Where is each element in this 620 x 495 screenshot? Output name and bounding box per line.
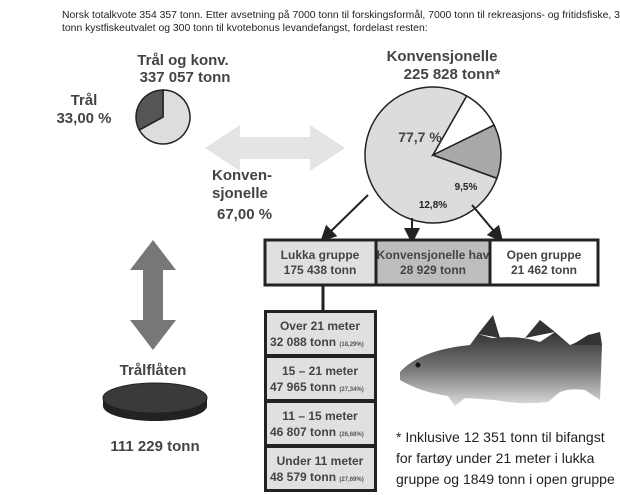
cod-fish-image (400, 315, 602, 406)
group-open: Open gruppe 21 462 tonn (488, 238, 600, 287)
sub-amount-value: 46 807 tonn (270, 425, 336, 439)
sub-amount: 32 088 tonn (18,29%) (270, 335, 364, 349)
pie-slice-hav (431, 124, 502, 180)
sub-amount: 48 579 tonn (27,69%) (270, 470, 364, 484)
total-pie-title: Trål og konv. (137, 52, 228, 69)
tral-fleet-amount: 111 229 tonn (110, 438, 199, 455)
footnote-line-1: * Inklusive 12 351 tonn til bifangst (396, 429, 605, 445)
sub-name: 15 – 21 meter (282, 364, 358, 378)
slice-label-hav: 12,8% (419, 200, 447, 211)
sub-name: 11 – 15 meter (282, 409, 358, 423)
sub-pct: (18,29%) (339, 342, 363, 348)
footnote-line-3: gruppe og 1849 tonn i open gruppe (396, 471, 615, 487)
double-arrow-horizontal (205, 125, 345, 171)
total-pie (135, 89, 191, 145)
arrow-to-lukka (320, 194, 369, 242)
konv-pie-amount: 225 828 tonn* (404, 66, 501, 83)
slice-label-open: 9,5% (455, 182, 478, 193)
intro-line-2: tonn kystfiskeutvalet og 300 tonn til kv… (62, 23, 428, 34)
double-arrow-vertical (130, 240, 176, 350)
group-name: Lukka gruppe (281, 248, 360, 262)
tral-pct: 33,00 % (56, 110, 111, 127)
footnote-line-2: for fartøy under 21 meter i lukka (396, 450, 595, 466)
pie-slice-tral (135, 89, 164, 132)
sub-amount-value: 32 088 tonn (270, 335, 336, 349)
sub-amount: 46 807 tonn (26,68%) (270, 425, 364, 439)
group-amount: 21 462 tonn (511, 263, 577, 277)
lukka-sub-box: 15 – 21 meter 47 965 tonn (27,34%) (267, 358, 374, 399)
sub-amount-value: 48 579 tonn (270, 470, 336, 484)
group-amount: 28 929 tonn (400, 263, 466, 277)
group-lukka: Lukka gruppe 175 438 tonn (263, 238, 378, 287)
sub-pct: (27,34%) (339, 387, 363, 393)
lukka-sub-box: 11 – 15 meter 46 807 tonn (26,68%) (267, 403, 374, 444)
sub-name: Under 11 meter (277, 454, 364, 468)
group-name: Konvensjonelle hav (377, 248, 490, 262)
arrow-to-open (471, 204, 504, 243)
group-name: Open gruppe (507, 248, 582, 262)
sub-name: Over 21 meter (280, 319, 360, 333)
sub-pct: (26,68%) (339, 432, 363, 438)
konv-pie (364, 86, 502, 224)
lukka-sub-box: Over 21 meter 32 088 tonn (18,29%) (267, 313, 374, 354)
group-konv-hav: Konvensjonelle hav 28 929 tonn (374, 238, 492, 287)
group-amount: 175 438 tonn (284, 263, 357, 277)
tral-label: Trål (71, 92, 98, 109)
lukka-sub-box: Under 11 meter 48 579 tonn (27,69%) (267, 448, 374, 489)
total-pie-amount: 337 057 tonn (140, 69, 231, 86)
pie-slice-lukka (364, 86, 498, 224)
konv-label-2: sjonelle (212, 185, 268, 202)
tral-fleet-disc (102, 382, 208, 421)
tral-fleet-title: Trålflåten (120, 362, 187, 379)
sub-amount: 47 965 tonn (27,34%) (270, 380, 364, 394)
pie-slice-konvensjonelle (138, 89, 191, 145)
konv-label-1: Konven- (212, 167, 272, 184)
slice-label-lukka: 77,7 % (398, 129, 442, 145)
intro-line-1: Norsk totalkvote 354 357 tonn. Etter avs… (62, 9, 620, 21)
sub-amount-value: 47 965 tonn (270, 380, 336, 394)
konv-pie-title: Konvensjonelle (387, 48, 498, 65)
sub-pct: (27,69%) (339, 477, 363, 483)
konv-pct: 67,00 % (217, 206, 272, 223)
